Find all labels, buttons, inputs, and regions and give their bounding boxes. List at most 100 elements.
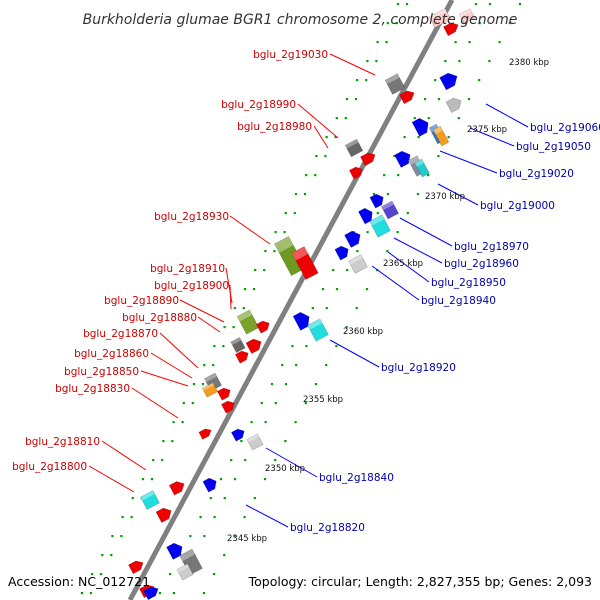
tick-dot	[372, 193, 376, 196]
tick-dot	[274, 459, 277, 462]
forward-gene-label[interactable]: bglu_2g18870	[83, 328, 158, 340]
forward-gene-label[interactable]: bglu_2g18850	[64, 366, 139, 378]
gene-features	[128, 8, 476, 600]
forward-gene-label[interactable]: bglu_2g18890	[104, 295, 179, 307]
reverse-label-connector	[329, 339, 380, 368]
tick-dot	[101, 554, 104, 557]
reverse-gene-label[interactable]: bglu_2g18950	[431, 277, 506, 289]
tick-dot	[273, 250, 276, 253]
gene-arrow	[334, 245, 349, 261]
forward-label-connector	[131, 387, 179, 419]
accession-text: Accession: NC_012721	[8, 574, 150, 589]
gene-arrow	[143, 586, 159, 600]
tick-dot	[202, 592, 205, 595]
tick-dot	[233, 535, 236, 538]
tick-dot	[233, 307, 236, 310]
tick-dot	[315, 155, 318, 158]
reverse-gene-label[interactable]: bglu_2g18960	[444, 258, 519, 270]
forward-gene-label[interactable]: bglu_2g18860	[74, 348, 149, 360]
reverse-gene-label[interactable]: bglu_2g18940	[421, 295, 496, 307]
tick-dot	[233, 478, 237, 481]
tick-dot	[254, 269, 257, 272]
tick-dot	[274, 231, 277, 234]
tick-dot	[305, 345, 308, 348]
tick-dot	[240, 440, 243, 443]
tick-dot	[243, 288, 247, 291]
gene-block	[414, 158, 430, 178]
tick-dot	[284, 383, 288, 386]
reverse-gene-label[interactable]: bglu_2g19020	[499, 168, 574, 180]
forward-gene-label[interactable]: bglu_2g18910	[150, 263, 225, 275]
gene-block	[458, 8, 476, 24]
tick-dot	[111, 535, 114, 538]
label-connectors	[88, 53, 529, 528]
gene-arrow	[128, 560, 144, 575]
tick-dot	[311, 307, 314, 310]
tick-dot	[413, 117, 416, 120]
reverse-gene-label[interactable]: bglu_2g18970	[454, 241, 529, 253]
tick-dot	[468, 41, 471, 44]
forward-gene-label[interactable]: bglu_2g18810	[25, 436, 100, 448]
tick-dot	[474, 3, 478, 6]
reverse-label-connector	[485, 103, 529, 128]
gene-arrow	[166, 542, 183, 560]
forward-gene-label[interactable]: bglu_2g18990	[221, 99, 296, 111]
reverse-gene-label[interactable]: bglu_2g19060	[530, 122, 600, 134]
tick-dot	[270, 383, 274, 386]
gene-block	[176, 563, 194, 581]
tick-dot	[335, 117, 338, 120]
forward-label-connector	[313, 125, 329, 149]
tick-dot	[209, 497, 212, 500]
gene-arrow	[443, 22, 459, 37]
tick-dot	[162, 440, 165, 443]
tick-dot	[386, 250, 389, 253]
tick-dot	[354, 98, 358, 101]
tick-dot	[291, 345, 294, 348]
tick-dot	[376, 212, 379, 215]
forward-gene-label[interactable]: bglu_2g18900	[154, 280, 229, 292]
reverse-gene-label[interactable]: bglu_2g18920	[381, 362, 456, 374]
forward-label-connector	[88, 465, 135, 493]
forward-gene-label[interactable]: bglu_2g19030	[253, 49, 328, 61]
forward-gene-label[interactable]: bglu_2g18980	[237, 121, 312, 133]
tick-dot	[332, 269, 335, 272]
tick-dot	[345, 98, 349, 101]
tick-dot	[242, 307, 245, 310]
tick-dot	[121, 516, 124, 519]
tick-dot	[447, 136, 450, 139]
gene-block	[291, 246, 319, 280]
reverse-gene-label[interactable]: bglu_2g19050	[516, 141, 591, 153]
genome-backbone	[127, 0, 455, 600]
gene-arrow	[155, 507, 172, 523]
tick-dot	[181, 421, 184, 424]
tick-dot	[488, 60, 491, 63]
forward-label-connector	[101, 440, 147, 471]
map-title: Burkholderia glumae BGR1 chromosome 2, c…	[83, 12, 518, 28]
tick-dot	[223, 497, 226, 500]
tick-dot	[263, 269, 266, 272]
forward-label-connector	[197, 316, 221, 333]
forward-label-connector	[140, 370, 189, 387]
tick-dot	[457, 117, 460, 120]
tick-dot	[244, 459, 247, 462]
tick-dot	[212, 364, 215, 367]
tick-dot	[264, 421, 267, 424]
gene-arrow	[439, 72, 458, 91]
forward-gene-label[interactable]: bglu_2g18880	[122, 312, 197, 324]
gene-arrow	[411, 117, 429, 137]
gene-block	[236, 309, 260, 335]
forward-gene-label[interactable]: bglu_2g18830	[55, 383, 130, 395]
reverse-gene-label[interactable]: bglu_2g18820	[290, 522, 365, 534]
reverse-gene-label[interactable]: bglu_2g18840	[319, 472, 394, 484]
tick-dot	[405, 3, 409, 6]
gene-block	[140, 490, 160, 510]
tick-dot	[230, 459, 233, 462]
tick-dot	[437, 155, 440, 158]
tick-dot	[192, 383, 196, 386]
gene-arrow	[394, 150, 411, 168]
tick-dot	[294, 193, 298, 196]
reverse-gene-label[interactable]: bglu_2g19000	[480, 200, 555, 212]
forward-gene-label[interactable]: bglu_2g18800	[12, 461, 87, 473]
tick-dot	[158, 592, 161, 595]
forward-gene-label[interactable]: bglu_2g18930	[154, 211, 229, 223]
